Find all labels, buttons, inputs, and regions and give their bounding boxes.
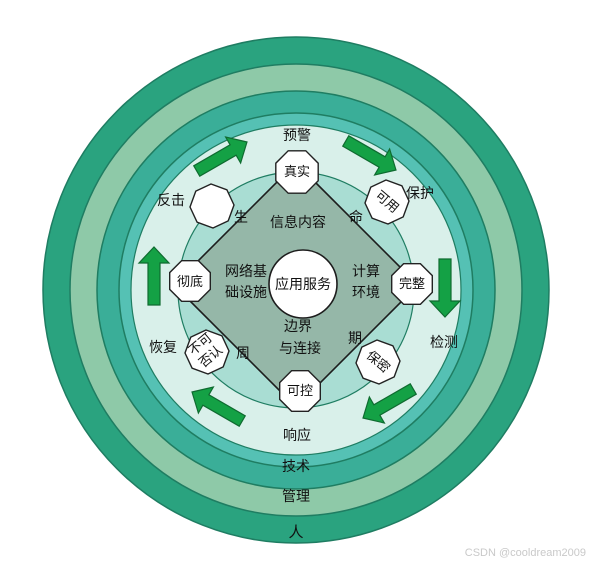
cycle-label-respond: 响应 [283,427,311,444]
diamond-label-boundary-1: 边界 [284,319,312,335]
arrow-left [137,246,171,306]
diamond-label-compute-1: 计算 [352,264,380,280]
octagon-authentic-shape [275,150,319,194]
diamond-label-boundary-2: 与连接 [279,340,321,357]
lifecycle-char-4: 期 [348,331,362,347]
lifecycle-char-2: 命 [349,209,363,226]
diamond-label-info-content: 信息内容 [270,214,326,231]
ring-label-management: 管理 [282,489,310,505]
octagon-available-shape [364,179,410,225]
cycle-label-recover: 恢复 [149,339,177,356]
diamond-label-network-1: 网络基 [225,263,267,280]
cycle-label-counter: 反击 [157,193,185,209]
diamond-label-network-2: 础设施 [225,285,267,301]
arrow-top-right [341,134,397,176]
octagon-authentic-label: 真实 [284,165,310,180]
octagon-blank [189,183,235,229]
arrow-bottom-left [191,386,247,428]
cycle-label-warning: 预警 [283,128,311,144]
octagon-confidential-shape [355,339,401,385]
cycle-label-detect: 检测 [430,335,458,351]
arrow-bottom-right [362,382,418,424]
ring-label-tech: 技术 [282,459,310,475]
octagon-thorough-label: 彻底 [177,274,203,290]
watermark: CSDN @cooldream2009 [465,547,586,559]
octagon-available: 可用 [364,179,410,225]
octagon-authentic: 真实 [275,150,319,194]
octagon-thorough: 彻底 [168,260,212,302]
octagon-controllable-label: 可控 [287,384,313,399]
diamond-label-compute-2: 环境 [352,285,380,301]
octagon-thorough-shape [168,260,212,302]
octagon-controllable-shape [279,370,321,412]
center-circle [268,249,338,319]
center-label-app-service: 应用服务 [275,276,331,293]
lifecycle-char-3: 周 [236,346,250,362]
arrow-right [428,258,462,318]
octagon-controllable: 可控 [279,370,321,412]
octagon-nonrepudiation-shape [184,329,230,375]
arrow-top-left [192,136,248,178]
octagon-confidential: 保密 [355,339,401,385]
octagon-integrity: 完整 [391,263,433,305]
lifecycle-char-1: 生 [234,210,248,226]
octagon-nonrepudiation: 不可 否认 [184,329,230,375]
octagon-integrity-label: 完整 [399,277,425,292]
cycle-label-protect: 保护 [406,186,434,202]
ring-label-people: 人 [288,523,303,541]
octagon-integrity-shape [391,263,433,305]
octagon-blank-shape [189,183,235,229]
